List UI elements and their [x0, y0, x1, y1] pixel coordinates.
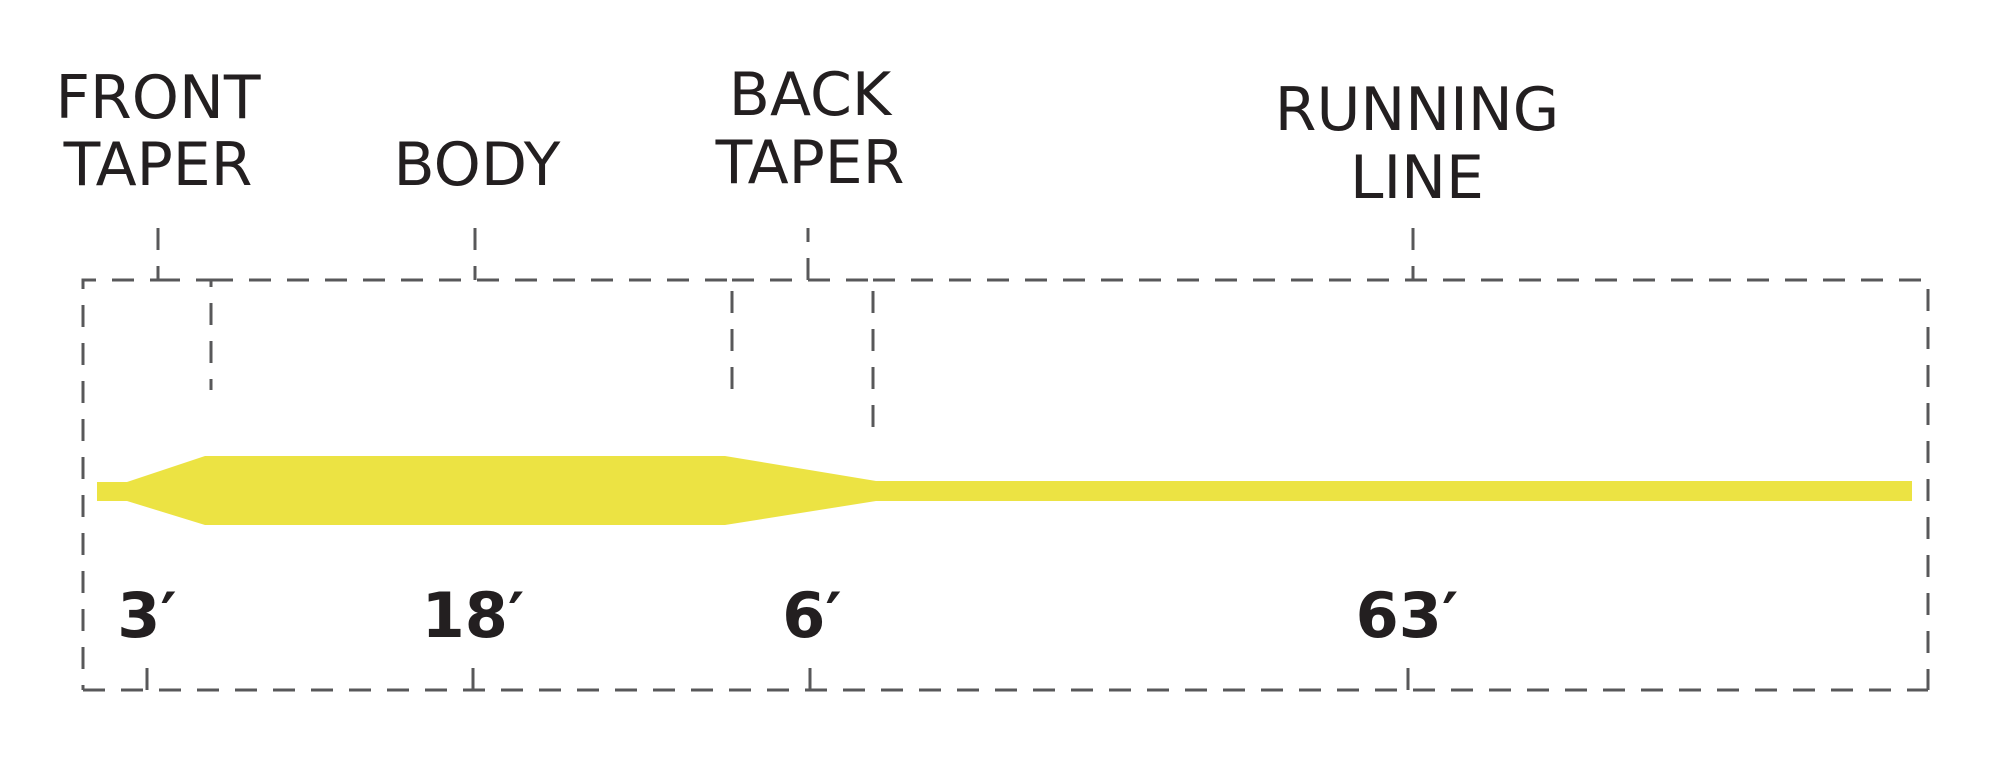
body-top-guide — [211, 278, 734, 390]
front-taper-label-line-2: TAPER — [63, 130, 253, 200]
back-taper-length: 6′ — [782, 579, 842, 652]
back-taper-label-line-1: BACK — [729, 60, 893, 130]
running-line-length: 63′ — [1356, 579, 1459, 652]
front-taper-label-line-1: FRONT — [56, 63, 261, 133]
running-line-top-guide — [873, 278, 1930, 690]
top-guides — [81, 228, 1930, 690]
running-line-label-line-1: RUNNING — [1275, 75, 1559, 145]
fly-line-profile — [97, 456, 1912, 525]
body-length: 18′ — [422, 579, 525, 652]
back-taper-top-guide — [732, 228, 810, 282]
front-taper-top-guide — [81, 228, 160, 690]
back-taper-label-line-2: TAPER — [715, 128, 905, 198]
running-line-label-line-2: LINE — [1350, 143, 1484, 213]
front-taper-end-guide — [158, 278, 213, 390]
body-label: BODY — [394, 130, 561, 200]
back-taper-end-guide — [808, 278, 875, 440]
bottom-guides — [83, 668, 1928, 692]
front-taper-length: 3′ — [117, 579, 177, 652]
